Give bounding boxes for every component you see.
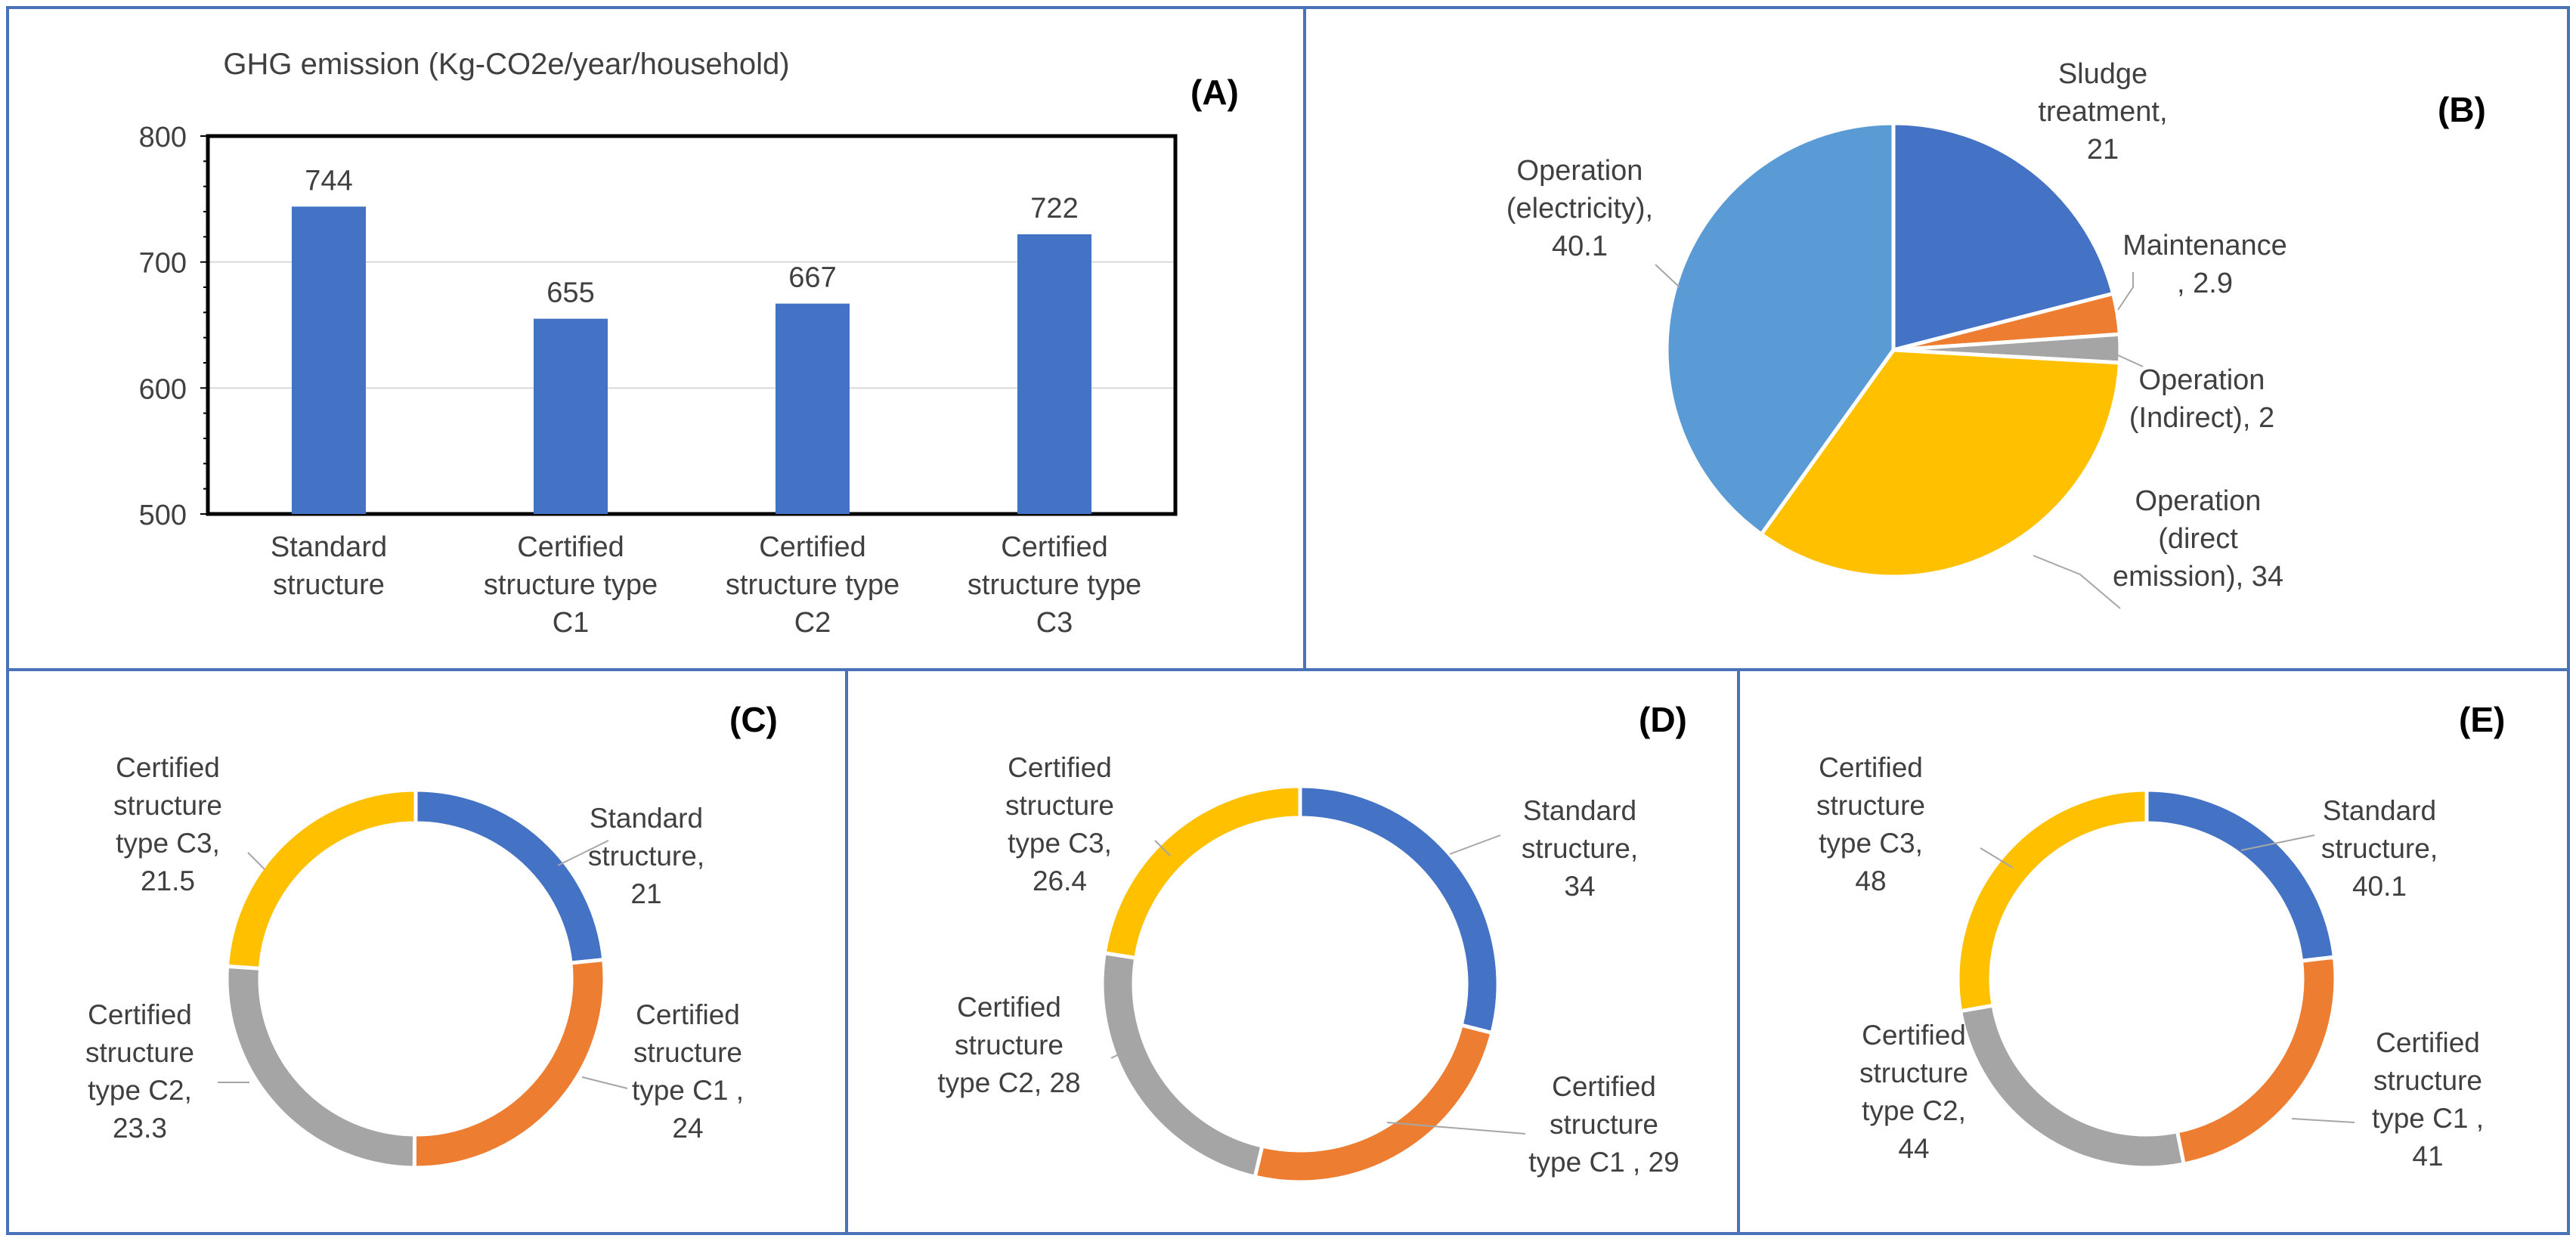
- chart-a-bar: [292, 206, 366, 514]
- panel-a-tag: (A): [1190, 73, 1239, 112]
- chart-a-ytick-label: 500: [139, 500, 187, 531]
- chart-d-slice: [1100, 950, 1265, 1180]
- chart-a-data-label: 744: [305, 165, 352, 197]
- chart-c-slice: [224, 964, 417, 1170]
- chart-b-slice: [1664, 121, 1896, 537]
- chart-e-leader-line: [1980, 847, 2014, 868]
- chart-d-leader-line: [1110, 1050, 1127, 1059]
- panel-c-tag: (C): [729, 700, 778, 739]
- panel-d: [845, 668, 1740, 1235]
- chart-a-title: GHG emission (Kg-CO2e/year/household): [223, 48, 789, 81]
- chart-a-ytick-label: 600: [139, 373, 187, 405]
- chart-d-leader-line: [1154, 840, 1171, 856]
- chart-c-leader-line: [581, 1076, 628, 1089]
- chart-d-slice: [1102, 784, 1302, 961]
- chart-b-leader-line: [2117, 354, 2144, 367]
- chart-a-data-label: 655: [546, 277, 594, 309]
- chart-a-ytick-label: 800: [139, 122, 187, 153]
- chart-d-leader-line: [1386, 1122, 1526, 1135]
- chart-d-leader-line: [1449, 834, 1501, 855]
- chart-b-leader-line: [2117, 272, 2134, 311]
- chart-b-slice-label: Operation(electricity),40.1: [1506, 155, 1653, 262]
- chart-b-slice-label: Maintenance, 2.9: [2122, 230, 2287, 299]
- chart-e-leader-line: [2240, 834, 2315, 851]
- chart-e-slice: [1955, 788, 2149, 1014]
- chart-b-leader-line: [1655, 264, 1680, 288]
- chart-a-bar: [1017, 234, 1091, 514]
- chart-c-slice: [224, 788, 418, 971]
- chart-e-slice: [2175, 955, 2338, 1167]
- chart-c-leader-line: [247, 852, 265, 870]
- chart-a-data-label: 722: [1030, 193, 1078, 224]
- chart-c-slice: [412, 957, 607, 1170]
- chart-c-leader-line: [557, 840, 609, 866]
- panel-d-tag: (D): [1639, 700, 1687, 739]
- chart-e-leader-line: [2291, 1118, 2355, 1123]
- chart-c-slice: [413, 788, 606, 965]
- chart-e-slice: [2144, 788, 2337, 964]
- chart-b-slice: [1891, 121, 2116, 353]
- panel-c: [6, 668, 848, 1235]
- chart-a-ytick-label: 700: [139, 248, 187, 280]
- chart-e-leader-line: [1996, 1073, 2017, 1078]
- chart-b-slice: [1758, 348, 2122, 579]
- chart-d-slice: [1252, 1023, 1494, 1184]
- chart-a-data-label: 667: [788, 262, 836, 294]
- chart-d-slice: [1298, 784, 1500, 1036]
- panel-b-tag: (B): [2438, 90, 2486, 129]
- chart-b-leader-line: [2033, 555, 2121, 609]
- chart-b-slice-label: Operation(Indirect), 2: [2129, 364, 2274, 434]
- chart-e-slice: [1958, 1003, 2187, 1170]
- chart-a-bar: [776, 303, 850, 514]
- chart-a-bar: [534, 318, 608, 514]
- chart-a-plot-frame: [206, 134, 1178, 516]
- panel-e-tag: (E): [2459, 700, 2506, 739]
